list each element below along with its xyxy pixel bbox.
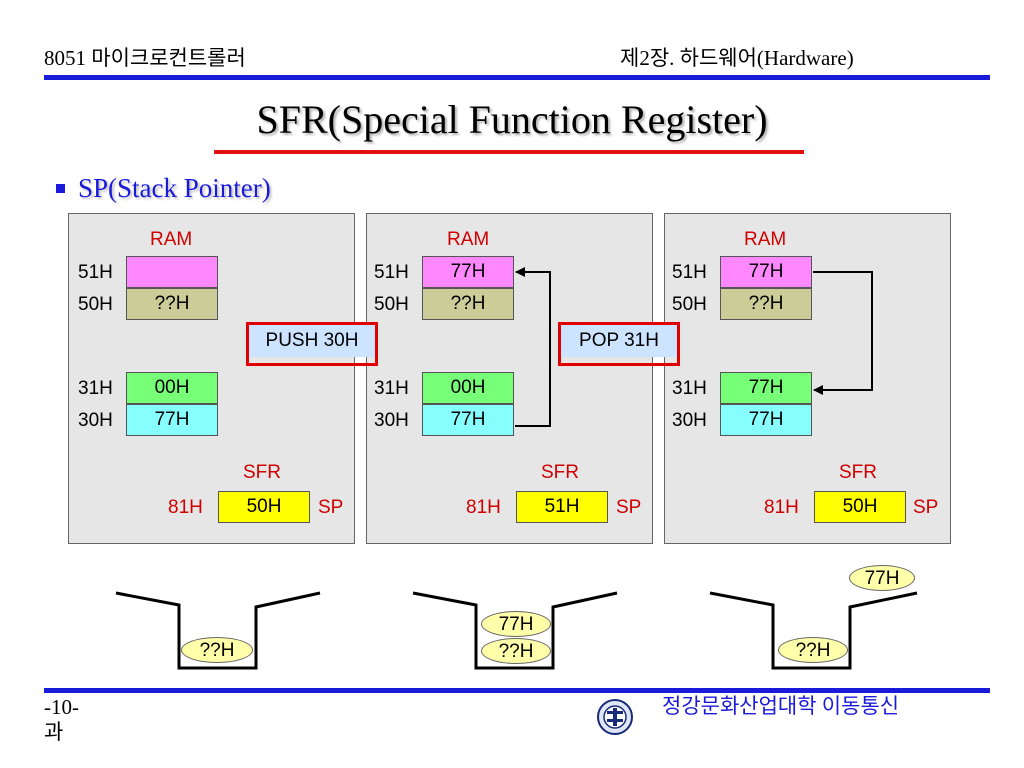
ram-cell-50h: ??H [720, 288, 812, 320]
ram-address: 51H [672, 262, 707, 283]
ram-address: 51H [374, 262, 409, 283]
stack-vessel-3 [709, 591, 918, 670]
pop-arrow [813, 271, 873, 395]
ram-cell-30h: 77H [720, 404, 812, 436]
push-operation-label: PUSH 30H [249, 325, 375, 357]
footer-divider [44, 688, 990, 693]
ram-cell-30h: 77H [422, 404, 514, 436]
sfr-label: SFR [541, 462, 579, 483]
ram-cell-30h: 77H [126, 404, 218, 436]
sp-register-name: SP [616, 497, 642, 518]
ram-address: 50H [374, 294, 409, 315]
ram-cell-50h: ??H [422, 288, 514, 320]
ram-cell-31h: 00H [126, 372, 218, 404]
stack-item-top: 77H [481, 611, 551, 637]
page-title: SFR(Special Function Register) [256, 97, 768, 142]
sfr-address: 81H [168, 497, 203, 518]
sfr-label: SFR [839, 462, 877, 483]
ram-address: 50H [672, 294, 707, 315]
sp-register-value: 50H [814, 491, 906, 523]
ram-cell-51h: 77H [720, 256, 812, 288]
header-divider [44, 75, 990, 80]
page-number-line2: 과 [44, 720, 64, 744]
ram-address: 30H [374, 410, 409, 431]
ram-address: 51H [78, 262, 113, 283]
ram-cell-51h: 77H [422, 256, 514, 288]
sfr-address: 81H [764, 497, 799, 518]
ram-cell-31h: 77H [720, 372, 812, 404]
sp-register-value: 50H [218, 491, 310, 523]
ram-cell-31h: 00H [422, 372, 514, 404]
stack-item-bottom: ??H [778, 637, 848, 663]
ram-cell-50h: ??H [126, 288, 218, 320]
pop-operation-box: POP 31H [558, 322, 680, 366]
bullet-icon [56, 184, 65, 193]
footer-organization: 정강문화산업대학 이동통신 [662, 694, 900, 718]
sp-register-name: SP [913, 497, 939, 518]
header-chapter-title: 제2장. 하드웨어(Hardware) [620, 46, 854, 70]
section-subtitle: SP(Stack Pointer) [78, 173, 271, 203]
ram-address: 30H [78, 410, 113, 431]
push-arrow [515, 267, 551, 427]
sp-register-value: 51H [516, 491, 608, 523]
ram-address: 31H [374, 378, 409, 399]
stack-item-bottom: ??H [181, 637, 253, 663]
ram-address: 50H [78, 294, 113, 315]
stack-item-bottom: ??H [481, 638, 551, 664]
stack-vessel-2 [412, 591, 618, 670]
sfr-label: SFR [243, 462, 281, 483]
ram-label: RAM [744, 229, 787, 250]
pop-operation-label: POP 31H [561, 325, 677, 357]
ram-address: 31H [78, 378, 113, 399]
page-number-line1: -10- [44, 695, 79, 719]
sp-register-name: SP [318, 497, 344, 518]
ram-cell-51h [126, 256, 218, 288]
header-course-title: 8051 마이크로컨트롤러 [44, 46, 246, 70]
stack-item-popped: 77H [849, 565, 915, 591]
ram-address: 31H [672, 378, 707, 399]
ram-label: RAM [150, 229, 193, 250]
title-underline [214, 150, 804, 154]
sfr-address: 81H [466, 497, 501, 518]
push-operation-box: PUSH 30H [246, 322, 378, 366]
ram-address: 30H [672, 410, 707, 431]
ram-label: RAM [447, 229, 490, 250]
page-number: -10- 과 [44, 695, 79, 745]
university-emblem-icon [597, 699, 633, 735]
stack-vessel-1 [115, 591, 321, 670]
